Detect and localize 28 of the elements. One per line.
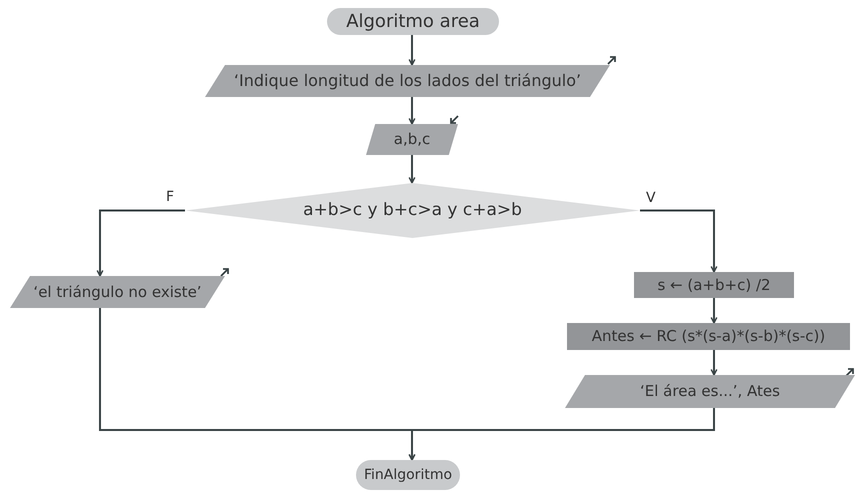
- node-text: ‘El área es...’, Ates: [640, 384, 780, 399]
- arrow: [96, 210, 185, 277]
- arrow: [640, 210, 718, 273]
- node-text: FinAlgoritmo: [364, 468, 452, 482]
- process-box: [634, 272, 794, 298]
- arrow: [408, 408, 715, 461]
- input-output-parallelogram: [10, 276, 225, 308]
- edge-label: F: [164, 190, 176, 204]
- arrow: [408, 155, 416, 184]
- node-text: ‘Indique longitud de los lados del triángulo’: [234, 73, 582, 89]
- arrow: [710, 298, 718, 324]
- input-output-parallelogram: [366, 124, 458, 155]
- node-text: a,b,c: [394, 132, 430, 147]
- arrow: [710, 350, 718, 376]
- arrow: [408, 97, 416, 125]
- process-box: [567, 323, 850, 350]
- node-text: Algoritmo area: [346, 12, 480, 30]
- edge-label: V: [644, 191, 658, 205]
- terminal-pill: [327, 8, 499, 35]
- input-output-parallelogram: [565, 375, 855, 408]
- arrow: [408, 35, 416, 66]
- node-text: a+b>c y b+c>a y c+a>b: [303, 202, 522, 219]
- input-output-parallelogram: [205, 65, 610, 97]
- node-text: ‘el triángulo no existe’: [33, 284, 202, 300]
- decision-diamond: [185, 183, 640, 238]
- node-text: s ← (a+b+c) /2: [657, 278, 771, 292]
- node-text: Antes ← RC (s*(s-a)*(s-b)*(s-c)): [592, 329, 826, 344]
- terminal-pill: [356, 460, 460, 490]
